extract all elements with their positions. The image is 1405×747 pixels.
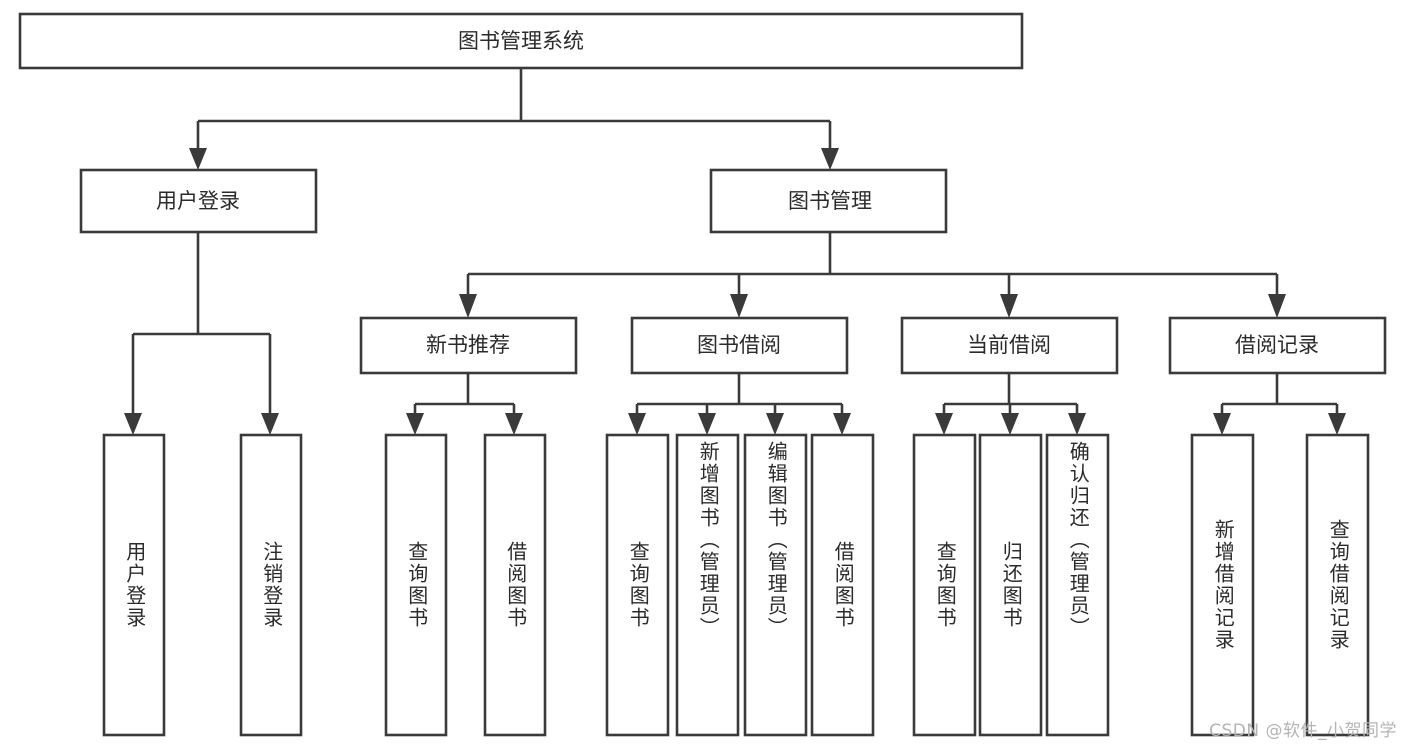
leaf-box-recommend-query-book[interactable] xyxy=(384,433,448,737)
leaf-box-user-login[interactable] xyxy=(102,433,166,737)
leaf-box-borrow-edit-book[interactable] xyxy=(743,433,808,737)
arrowhead-leaf-user-login xyxy=(124,413,142,435)
node-user-login-label: 用户登录 xyxy=(156,189,240,213)
node-root-box[interactable] xyxy=(18,12,1024,70)
arrowhead-borrow-leaf-1 xyxy=(628,413,646,435)
node-current-borrow-box[interactable] xyxy=(900,316,1119,375)
arrowhead-borrow-leaf-2 xyxy=(698,413,716,435)
arrowhead-book-mgmt xyxy=(821,148,839,170)
leaf-box-borrow-add-book[interactable] xyxy=(675,433,740,737)
arrowhead-current-leaf-2 xyxy=(1001,413,1019,435)
arrowhead-record-leaf-1 xyxy=(1213,413,1231,435)
node-new-book-recommend-label: 新书推荐 xyxy=(426,333,510,357)
node-borrow-record-label: 借阅记录 xyxy=(1235,333,1319,357)
arrowhead-current-borrow xyxy=(1000,294,1018,318)
node-borrow-record[interactable]: 借阅记录 xyxy=(1168,316,1387,375)
leaf-box-record-add-record[interactable] xyxy=(1190,433,1255,737)
arrowhead-borrow-record xyxy=(1268,294,1286,318)
arrowhead-borrow-leaf-4 xyxy=(833,413,851,435)
node-current-borrow-label: 当前借阅 xyxy=(967,333,1051,357)
leaf-box-current-confirm-return[interactable] xyxy=(1045,433,1110,737)
node-book-management[interactable]: 图书管理 xyxy=(709,168,948,234)
leaf-box-borrow-borrow-book[interactable] xyxy=(810,433,875,737)
node-user-login-box[interactable] xyxy=(79,168,318,234)
connector-group xyxy=(124,68,1346,435)
node-borrow-record-box[interactable] xyxy=(1168,316,1387,375)
csdn-watermark: CSDN @软件_小贺同学 xyxy=(1209,721,1397,741)
node-root-label: 图书管理系统 xyxy=(458,29,584,53)
leaf-box-current-query-book[interactable] xyxy=(912,433,977,737)
leaf-box-recommend-borrow-book[interactable] xyxy=(483,433,547,737)
arrowhead-recommend-leaf-1 xyxy=(406,413,424,435)
arrowhead-recommend-leaf-2 xyxy=(505,413,523,435)
arrowhead-record-leaf-2 xyxy=(1328,413,1346,435)
leaf-box-borrow-query-book[interactable] xyxy=(605,433,670,737)
arrowhead-new-book-recommend xyxy=(459,294,477,318)
arrowhead-current-leaf-3 xyxy=(1068,413,1086,435)
node-user-login[interactable]: 用户登录 xyxy=(79,168,318,234)
leaf-boxes-group xyxy=(102,433,1370,737)
node-book-management-label: 图书管理 xyxy=(788,189,872,213)
arrowhead-book-borrow xyxy=(730,294,748,318)
arrowhead-user-login xyxy=(189,148,207,170)
leaf-box-record-query-record[interactable] xyxy=(1305,433,1370,737)
node-current-borrow[interactable]: 当前借阅 xyxy=(900,316,1119,375)
node-new-book-recommend[interactable]: 新书推荐 xyxy=(359,316,578,375)
arrowhead-borrow-leaf-3 xyxy=(766,413,784,435)
node-book-borrow[interactable]: 图书借阅 xyxy=(630,316,849,375)
arrowhead-current-leaf-1 xyxy=(935,413,953,435)
leaf-box-logout[interactable] xyxy=(239,433,303,737)
node-book-borrow-label: 图书借阅 xyxy=(697,333,781,357)
node-book-management-box[interactable] xyxy=(709,168,948,234)
node-new-book-recommend-box[interactable] xyxy=(359,316,578,375)
node-root[interactable]: 图书管理系统 xyxy=(18,12,1024,70)
node-book-borrow-box[interactable] xyxy=(630,316,849,375)
arrowhead-leaf-logout xyxy=(261,413,279,435)
leaf-box-current-return-book[interactable] xyxy=(978,433,1043,737)
